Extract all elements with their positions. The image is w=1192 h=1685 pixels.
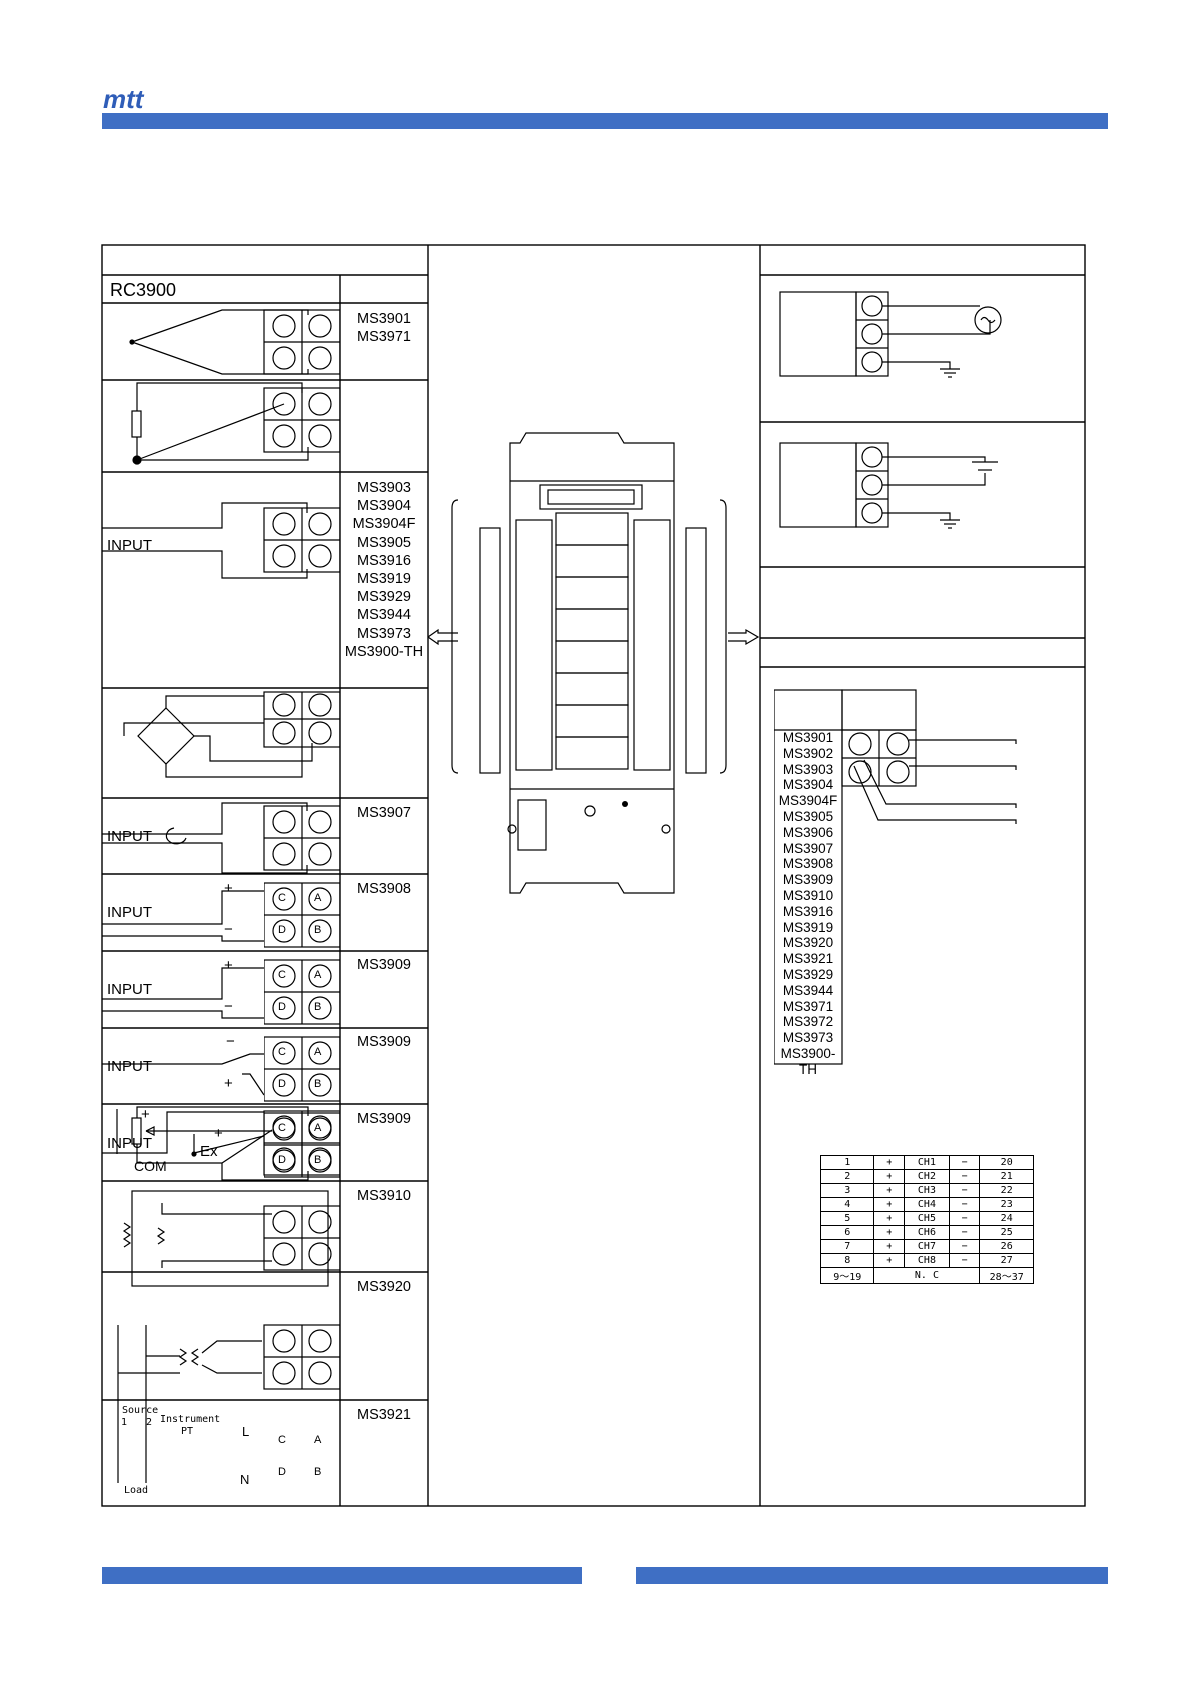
- term-a: A: [314, 892, 322, 904]
- model-group-2: MS3903 MS3904 MS3904F MS3905 MS3916 MS39…: [344, 480, 424, 660]
- term-a: A: [314, 1122, 322, 1134]
- plus-sign: +: [141, 1106, 150, 1123]
- term-b: B: [314, 1001, 322, 1013]
- model-group-10: MS3921: [356, 1407, 411, 1423]
- term-d: D: [278, 1466, 286, 1478]
- model-group-1: MS3901 MS3971: [356, 311, 411, 346]
- model-group-6: MS3909: [356, 1034, 411, 1050]
- term-c: C: [278, 969, 286, 981]
- term-d: D: [278, 1001, 286, 1013]
- load-label: Load: [124, 1485, 149, 1496]
- term-b: B: [314, 924, 322, 936]
- model-group-4: MS3908: [356, 881, 411, 897]
- mtt-logo: mtt: [103, 84, 145, 114]
- input-label: INPUT: [107, 981, 152, 998]
- pt-label: PT: [181, 1426, 194, 1437]
- footer-bar-right: [636, 1567, 1108, 1584]
- term-c: C: [278, 1046, 286, 1058]
- n-label: N: [240, 1472, 250, 1487]
- term-a: A: [314, 1434, 322, 1446]
- plus-sign: +: [224, 957, 233, 974]
- input-label: INPUT: [107, 1135, 152, 1152]
- term-c: C: [278, 892, 286, 904]
- input-label: INPUT: [107, 1058, 152, 1075]
- terminal-blocks-cadb: [264, 882, 340, 1178]
- table-row: 6+CH6−25: [819, 1225, 1034, 1240]
- pin-assignment-table: 1+CH1−20 2+CH2−21 3+CH3−22 4+CH4−23 5+CH…: [819, 1155, 1034, 1284]
- output-model-list: MS3901 MS3902 MS3903 MS3904 MS3904F MS39…: [778, 730, 838, 1077]
- term-b: B: [314, 1078, 322, 1090]
- model-group-3: MS3907: [356, 805, 411, 821]
- term-d: D: [278, 1154, 286, 1166]
- terminal-block-ms3909-a: [264, 959, 340, 1025]
- source-label: Source: [122, 1405, 159, 1416]
- logo-text: mtt: [103, 84, 145, 114]
- model-group-5: MS3909: [356, 957, 411, 973]
- rc-title: RC3900: [110, 280, 177, 300]
- input-label: INPUT: [107, 828, 152, 845]
- term-a: A: [314, 969, 322, 981]
- minus-sign: −: [224, 998, 233, 1015]
- model-group-9: MS3920: [356, 1279, 411, 1295]
- term-a: A: [314, 1046, 322, 1058]
- term-b: B: [314, 1466, 322, 1478]
- term-b: B: [314, 1154, 322, 1166]
- term-d: D: [278, 924, 286, 936]
- term-c: C: [278, 1122, 286, 1134]
- table-row: 5+CH5−24: [819, 1211, 1034, 1226]
- rc3900-rack-drawing: [428, 432, 760, 894]
- term-d: D: [278, 1078, 286, 1090]
- terminal-block-ms3909-c: [264, 1112, 340, 1178]
- source-2-label: 2: [146, 1417, 153, 1428]
- footer-bar-left: [102, 1567, 582, 1584]
- output-wiring: [774, 689, 1017, 1065]
- power-supply-diagrams: [779, 291, 1002, 529]
- table-row: 2+CH2−21: [819, 1169, 1034, 1184]
- table-row: 7+CH7−26: [819, 1239, 1034, 1254]
- input-label: INPUT: [107, 904, 152, 921]
- header-bar: [102, 113, 1108, 129]
- com-label: COM: [134, 1158, 167, 1174]
- input-label: INPUT: [107, 537, 152, 554]
- instrument-label: Instrument: [160, 1414, 221, 1425]
- model-group-7: MS3909: [356, 1111, 411, 1127]
- terminal-block-ms3909-b: [264, 1036, 340, 1102]
- minus-sign: −: [224, 921, 233, 938]
- term-c: C: [278, 1434, 286, 1446]
- plus-sign: +: [224, 1075, 233, 1092]
- terminal-block-ms3908: [264, 882, 340, 948]
- table-row: 9〜19 N. C 28〜37: [819, 1267, 1034, 1284]
- ex-label: Ex: [200, 1143, 218, 1160]
- source-1-label: 1: [121, 1417, 128, 1428]
- l-label: L: [242, 1424, 250, 1439]
- table-row: 1+CH1−20: [819, 1155, 1034, 1170]
- plus-sign: +: [214, 1125, 223, 1142]
- model-group-8: MS3910: [356, 1188, 411, 1204]
- signal-wiring: [102, 890, 265, 1157]
- input-diagrams: [102, 309, 340, 1483]
- minus-sign: −: [226, 1033, 235, 1050]
- plus-sign: +: [224, 880, 233, 897]
- table-row: 3+CH3−22: [819, 1183, 1034, 1198]
- table-row: 4+CH4−23: [819, 1197, 1034, 1212]
- table-row: 8+CH8−27: [819, 1253, 1034, 1268]
